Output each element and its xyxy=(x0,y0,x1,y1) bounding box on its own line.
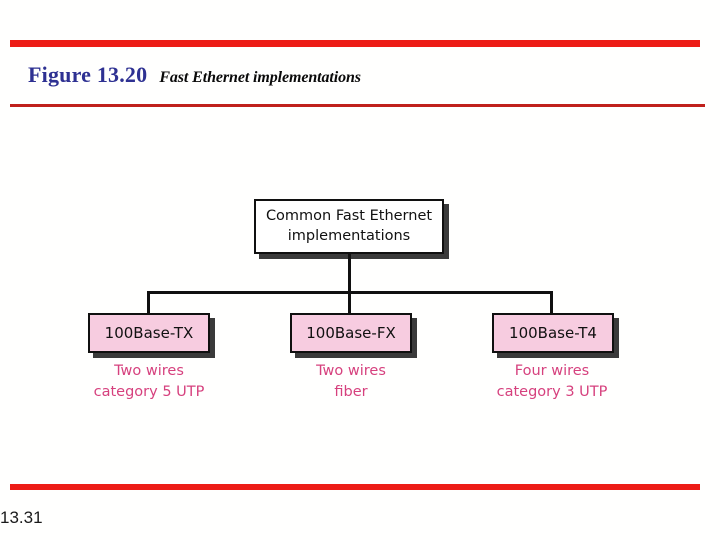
connector-drop-3 xyxy=(550,291,553,314)
page-number: 13.31 xyxy=(0,508,43,527)
bottom-red-rule xyxy=(10,484,700,490)
connector-root-stem xyxy=(348,254,351,292)
figure-caption: Fast Ethernet implementations xyxy=(159,69,361,86)
diagram-caption-100base-t4: Four wires category 3 UTP xyxy=(496,363,608,401)
diagram-caption-100base-tx: Two wires category 5 UTP xyxy=(93,363,205,401)
diagram-node-100base-t4: 100Base-T4 xyxy=(492,313,614,353)
connector-drop-1 xyxy=(147,291,150,314)
figure-label: Figure 13.20 xyxy=(28,62,148,87)
diagram-node-100base-fx: 100Base-FX xyxy=(290,313,412,353)
header-red-rule xyxy=(10,104,705,107)
connector-drop-2 xyxy=(348,291,351,314)
diagram-root-node: Common Fast Ethernet implementations xyxy=(254,199,444,254)
figure-header: Figure 13.20 Fast Ethernet implementation… xyxy=(28,62,361,88)
diagram-node-100base-tx: 100Base-TX xyxy=(88,313,210,353)
top-red-rule xyxy=(10,40,700,47)
diagram-caption-100base-fx: Two wires fiber xyxy=(316,363,386,401)
